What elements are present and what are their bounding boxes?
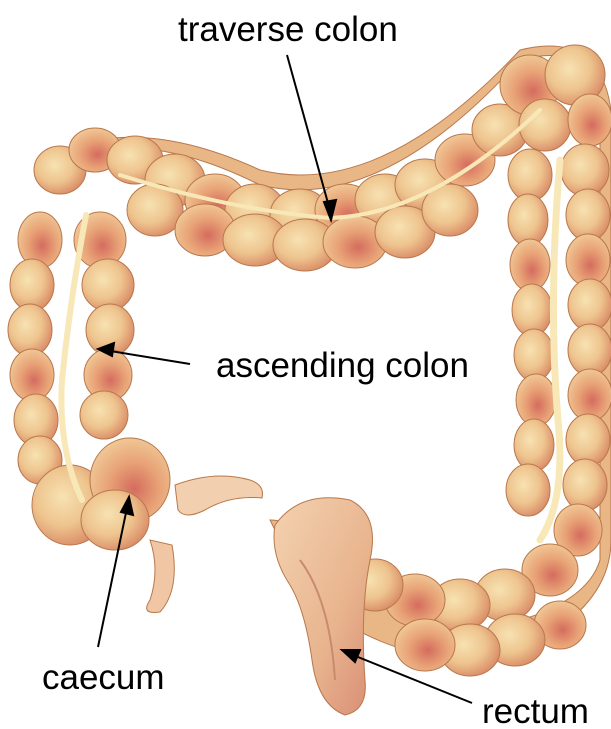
- label-rectum: rectum: [482, 694, 589, 729]
- colon-segment: [563, 459, 607, 511]
- colon-segment: [514, 419, 554, 471]
- colon-segment: [8, 304, 52, 356]
- colon-segment: [510, 239, 550, 291]
- colon-segment: [81, 490, 149, 550]
- colon-segment: [566, 414, 610, 466]
- label-caecum: caecum: [42, 660, 165, 695]
- colon-segment: [506, 464, 550, 516]
- colon-segment: [514, 329, 554, 381]
- colon-segment: [82, 259, 134, 311]
- colon-segment: [568, 94, 611, 146]
- colon-segment: [568, 279, 611, 331]
- colon-segment: [10, 349, 54, 401]
- appendix: [147, 540, 175, 613]
- colon-segment: [80, 391, 128, 439]
- colon-segment: [568, 369, 611, 421]
- colon-segment: [519, 99, 571, 151]
- colon-segment: [568, 324, 611, 376]
- colon-segment: [18, 212, 62, 268]
- ileum: [175, 476, 263, 515]
- colon-segment: [508, 194, 548, 246]
- label-traverse-colon: traverse colon: [178, 12, 398, 47]
- colon-segment: [516, 374, 556, 426]
- colon-segment: [10, 259, 54, 311]
- colon-segment: [566, 234, 610, 286]
- label-ascending-colon: ascending colon: [216, 348, 469, 383]
- colon-segment: [508, 149, 552, 201]
- colon-segment: [512, 284, 552, 336]
- colon-segment: [566, 189, 610, 241]
- colon-segment: [395, 619, 455, 671]
- colon-segment: [561, 144, 609, 196]
